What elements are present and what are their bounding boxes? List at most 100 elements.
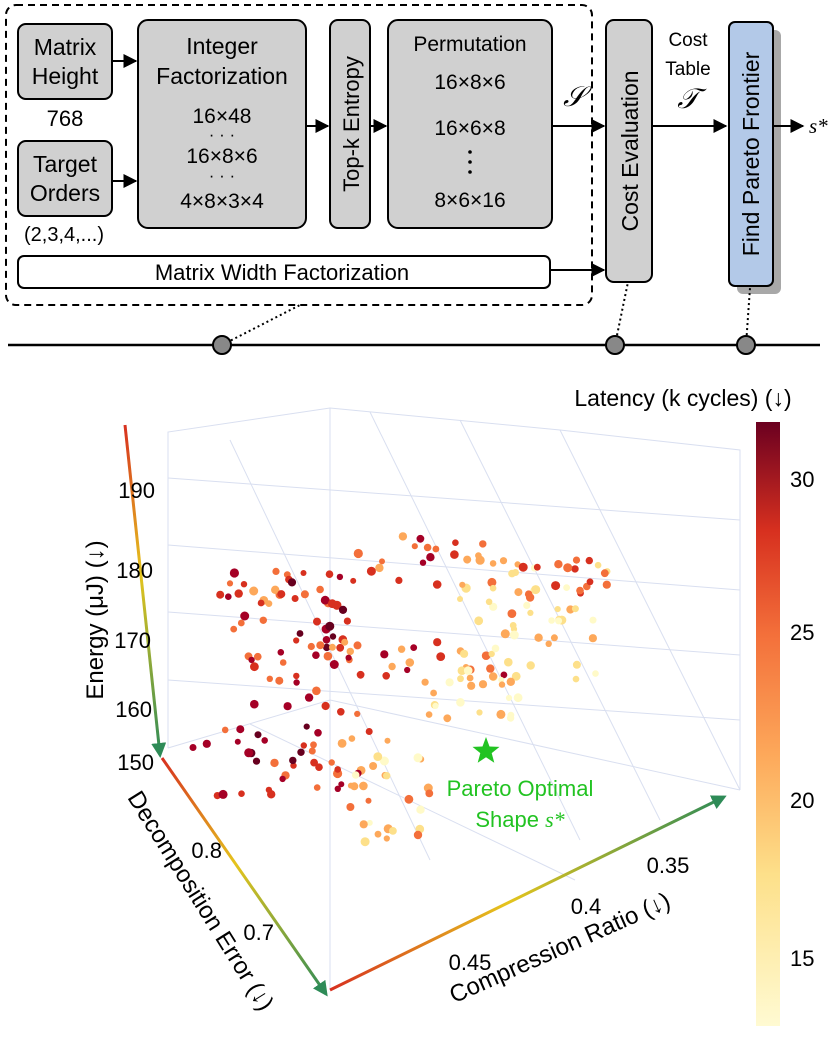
leader-cost bbox=[614, 281, 629, 346]
scatter-point bbox=[283, 702, 292, 711]
scatter-point bbox=[375, 563, 384, 573]
scatter-point bbox=[323, 651, 333, 661]
scatter-point bbox=[509, 622, 517, 629]
scatter-point bbox=[321, 701, 330, 711]
scatter-point bbox=[514, 588, 523, 597]
scatter-point bbox=[218, 789, 228, 799]
scatter-point bbox=[489, 584, 497, 592]
scatter-point bbox=[277, 649, 285, 656]
width-factorization-label: Matrix Width Factorization bbox=[155, 260, 409, 285]
scatter-point bbox=[383, 772, 391, 780]
matrix-height-label-1: Matrix bbox=[34, 34, 97, 60]
scatter-point bbox=[600, 569, 609, 578]
scatter-point bbox=[347, 782, 354, 789]
energy-tick-150: 150 bbox=[117, 750, 154, 775]
scatter-point bbox=[307, 642, 315, 651]
scatter-points bbox=[189, 532, 611, 847]
scatter-point bbox=[257, 599, 265, 607]
scatter-point bbox=[329, 660, 339, 669]
scatter-point bbox=[356, 670, 365, 679]
scatter-point bbox=[366, 566, 376, 576]
scatter-point bbox=[244, 748, 254, 758]
scatter-point bbox=[389, 827, 397, 835]
energy-tick-190: 190 bbox=[118, 478, 155, 503]
matrix-height-label-2: Height bbox=[32, 63, 99, 89]
scatter-point bbox=[443, 714, 452, 723]
scatter-point bbox=[303, 723, 310, 730]
scatter-point bbox=[250, 662, 259, 672]
scatter-point bbox=[289, 756, 297, 765]
energy-tick-180: 180 bbox=[116, 558, 153, 583]
scatter-point bbox=[382, 672, 391, 680]
scatter-point bbox=[308, 747, 316, 755]
scatter-point bbox=[496, 709, 506, 719]
scatter-point bbox=[250, 699, 259, 709]
scatter-point bbox=[488, 672, 498, 681]
scatter-point bbox=[337, 708, 345, 716]
scatter-point bbox=[457, 596, 463, 602]
scatter-point bbox=[425, 711, 433, 718]
error-axis-line bbox=[160, 757, 328, 997]
cost-table-symbol: 𝒯 bbox=[677, 84, 707, 115]
scatter-point bbox=[202, 739, 211, 748]
scatter-point bbox=[571, 605, 579, 613]
scatter-point bbox=[279, 659, 287, 666]
scatter-point bbox=[291, 595, 299, 602]
scatter-point bbox=[353, 641, 362, 650]
scatter-point bbox=[489, 602, 498, 611]
colorbar-title: Latency (k cycles) (↓) bbox=[574, 385, 791, 411]
scatter-point bbox=[419, 559, 427, 566]
perm-item-0: 16×8×6 bbox=[434, 71, 505, 94]
target-orders-label-2: Orders bbox=[30, 180, 100, 206]
scatter-point bbox=[384, 737, 391, 744]
scatter-point bbox=[360, 837, 370, 847]
scatter-point bbox=[432, 702, 439, 710]
scatter-point bbox=[450, 550, 459, 559]
scatter-point bbox=[293, 672, 300, 680]
scatter-point bbox=[526, 661, 535, 670]
colorbar-tick-25: 25 bbox=[790, 620, 814, 645]
scatter-point bbox=[341, 638, 349, 646]
scatter-point bbox=[259, 616, 267, 624]
cost-table-label-2: Table bbox=[665, 59, 710, 80]
scatter-point bbox=[334, 766, 342, 773]
scatter-point bbox=[297, 748, 305, 756]
scatter-point bbox=[423, 543, 432, 552]
scatter-point bbox=[287, 578, 297, 587]
energy-tick-170: 170 bbox=[114, 628, 151, 653]
scatter-point bbox=[499, 557, 508, 565]
scatter-point bbox=[533, 563, 541, 571]
scatter-point bbox=[488, 650, 495, 658]
scatter-point bbox=[313, 617, 321, 626]
scatter-point bbox=[576, 586, 584, 595]
scatter-point bbox=[313, 784, 321, 791]
scatter-point bbox=[413, 830, 423, 840]
scatter-point bbox=[189, 744, 197, 751]
error-axis-title: Decomposition Error (↓) bbox=[122, 786, 279, 1015]
scatter-point bbox=[296, 630, 304, 637]
scatter-point bbox=[315, 763, 323, 771]
scatter-point bbox=[337, 739, 347, 748]
scatter-point bbox=[507, 711, 515, 719]
scatter-point bbox=[397, 645, 406, 653]
scatter-point bbox=[489, 560, 497, 567]
scatter-point bbox=[293, 679, 300, 686]
scatter-point bbox=[359, 781, 368, 791]
scatter-point bbox=[322, 636, 331, 644]
scatter-point bbox=[249, 586, 259, 596]
pareto-annotation-line1: Pareto Optimal bbox=[447, 776, 594, 801]
int-item-1: · · · bbox=[209, 125, 235, 144]
scatter-point bbox=[554, 606, 561, 613]
ratio-axis-title: Compression Ratio (↓) bbox=[445, 887, 674, 1009]
scatter-point bbox=[430, 689, 437, 697]
timeline-node-cost bbox=[605, 335, 625, 355]
scatter-point bbox=[398, 532, 408, 541]
scatter-point bbox=[379, 558, 385, 565]
scatter-point bbox=[551, 581, 561, 591]
scatter-point bbox=[240, 611, 250, 621]
int-item-0: 16×48 bbox=[193, 105, 252, 128]
factorization-region bbox=[5, 4, 593, 306]
scatter-point bbox=[379, 756, 389, 766]
scatter-point bbox=[459, 581, 466, 588]
